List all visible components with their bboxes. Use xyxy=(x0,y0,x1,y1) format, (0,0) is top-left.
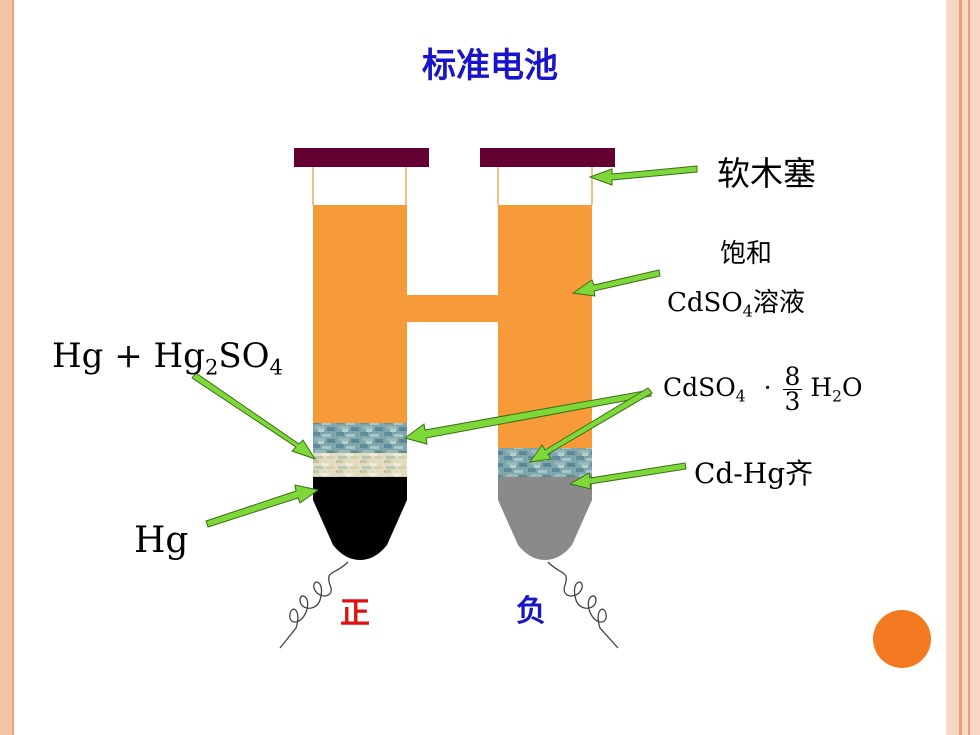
arrow-amalgam xyxy=(568,462,687,490)
frame-right-line xyxy=(959,0,962,735)
label-saturated-solution: CdSO4溶液 xyxy=(667,288,805,321)
paste-layer-left xyxy=(313,453,407,477)
label-negative-pole: 负 xyxy=(516,594,546,629)
decorative-dot xyxy=(873,610,931,668)
frame-right-line xyxy=(968,0,970,735)
cork-right xyxy=(480,148,615,167)
crystal-layer-left xyxy=(313,423,407,453)
arrow-mercury xyxy=(205,484,320,528)
cork-left xyxy=(294,148,429,167)
label-positive-pole: 正 xyxy=(340,596,370,631)
frame-left-line xyxy=(12,0,14,735)
mercury-left xyxy=(313,477,407,560)
frame-right-border xyxy=(946,0,980,735)
label-hydrate: CdSO4 · 8 3 H2O xyxy=(663,362,863,416)
label-amalgam: Cd-Hg齐 xyxy=(694,457,814,490)
arrow-paste xyxy=(191,372,317,460)
frame-left-border xyxy=(0,0,12,735)
amalgam-right xyxy=(498,477,592,560)
label-paste: Hg + Hg2SO4 xyxy=(52,336,283,380)
wire-negative xyxy=(547,561,619,649)
arrow-cork xyxy=(588,165,698,186)
arrow-hydrate-left xyxy=(403,389,652,445)
arrow-hydrate-right xyxy=(528,387,653,463)
arrow-solution xyxy=(571,269,661,297)
solution-bridge xyxy=(406,295,499,322)
solution-left xyxy=(313,205,407,423)
slide-title: 标准电池 xyxy=(422,46,558,86)
wire-positive xyxy=(279,561,349,649)
label-cork: 软木塞 xyxy=(717,154,816,193)
label-saturated: 饱和 xyxy=(720,239,773,269)
label-mercury: Hg xyxy=(134,520,189,561)
